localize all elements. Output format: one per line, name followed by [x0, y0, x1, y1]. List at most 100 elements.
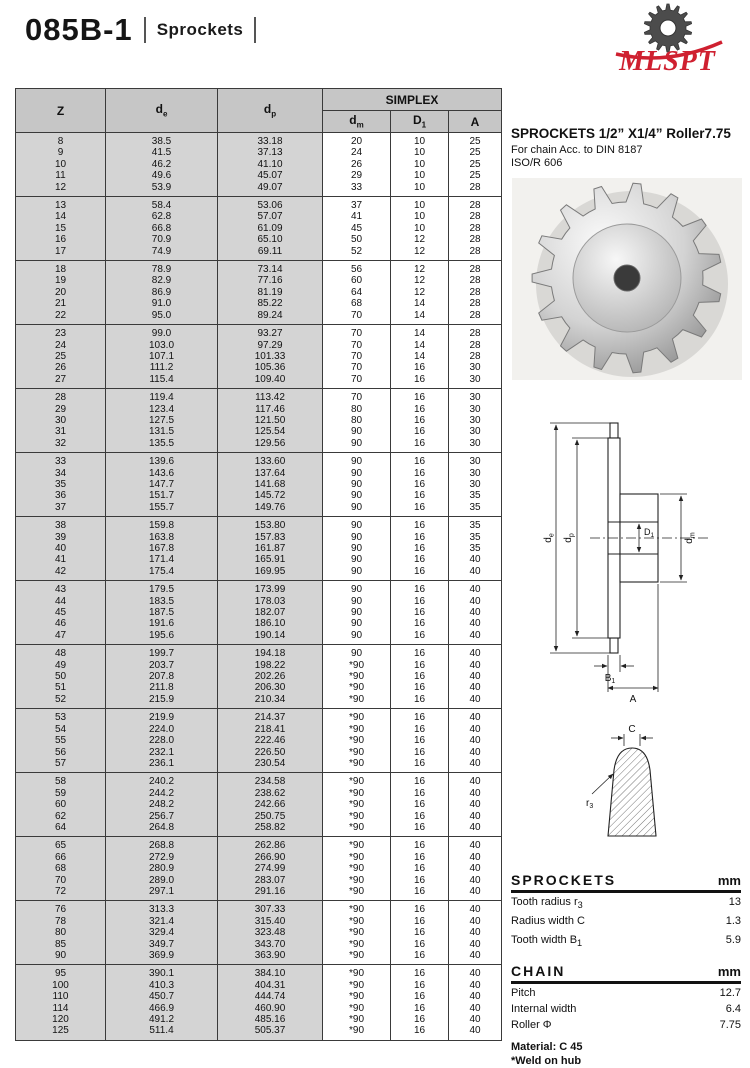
table-cell: 70 [322, 309, 391, 325]
table-cell: 198.22 [217, 659, 323, 672]
table-cell: 16 [390, 979, 449, 992]
table-cell: 50 [322, 234, 391, 246]
table-cell: 186.10 [217, 618, 323, 630]
table-cell: 80 [322, 403, 391, 415]
table-cell: 53 [15, 708, 106, 724]
table-cell: 195.6 [105, 629, 218, 645]
spec-label: Pitch [511, 986, 536, 999]
table-cell: 37 [322, 196, 391, 212]
table-cell: 30 [447, 414, 503, 427]
table-cell: 97.29 [217, 339, 323, 351]
table-cell: 93.27 [217, 324, 323, 340]
table-cell: 16 [390, 671, 449, 683]
table-cell: 206.30 [217, 682, 323, 694]
table-cell: 155.7 [105, 501, 218, 517]
table-cell: 16 [390, 373, 449, 389]
table-cell: 236.1 [105, 757, 218, 773]
table-cell: 323.48 [217, 927, 323, 939]
table-cell: 40 [447, 1014, 503, 1026]
table-cell: 349.7 [105, 938, 218, 950]
table-cell: 10 [390, 132, 449, 148]
table-cell: 40 [447, 595, 503, 608]
table-cell: 460.90 [217, 1002, 323, 1015]
table-cell: 40 [447, 554, 503, 566]
col-header-d1: D1 [390, 110, 449, 133]
table-cell: 40 [447, 607, 503, 619]
table-cell: *90 [322, 659, 391, 672]
chain-info-iso: ISO/R 606 [511, 157, 563, 169]
table-cell: 16 [390, 885, 449, 901]
table-cell: 266.90 [217, 851, 323, 864]
table-cell: 16 [390, 723, 449, 736]
table-cell: 135.5 [105, 437, 218, 453]
table-cell: 16 [390, 874, 449, 886]
table-cell: 40 [447, 682, 503, 694]
table-cell: 70 [322, 350, 391, 363]
table-cell: *90 [322, 682, 391, 694]
table-cell: 16 [390, 437, 449, 453]
table-cell: 264.8 [105, 821, 218, 837]
table-cell: 40 [447, 618, 503, 630]
table-cell: 40 [447, 787, 503, 800]
table-cell: 16 [390, 735, 449, 747]
table-cell: 28 [447, 196, 503, 212]
table-cell: 101.33 [217, 350, 323, 363]
table-cell: 28 [447, 275, 503, 287]
table-cell: 56 [322, 260, 391, 276]
table-cell: 16 [390, 708, 449, 724]
table-cell: *90 [322, 671, 391, 683]
table-cell: 40 [447, 1025, 503, 1041]
table-cell: 90 [322, 478, 391, 491]
table-cell: 16 [390, 787, 449, 800]
table-cell: 50 [15, 671, 106, 683]
spec-value: 6.4 [725, 1002, 741, 1015]
label-de: de [543, 533, 556, 543]
table-cell: 16 [390, 467, 449, 479]
table-cell: 12 [390, 245, 449, 261]
title-divider [143, 17, 146, 43]
table-cell: 40 [447, 863, 503, 875]
table-cell: 369.9 [105, 950, 218, 965]
table-cell: 90 [322, 490, 391, 502]
table-cell: 28 [447, 211, 503, 223]
table-cell: *90 [322, 810, 391, 822]
table-cell: 147.7 [105, 478, 218, 491]
sprockets-spec-heading: SPROCKETS mm [511, 872, 741, 893]
weld-note: *Weld on hub [511, 1054, 582, 1067]
table-cell: 16 [390, 388, 449, 404]
table-cell: 16 [390, 851, 449, 864]
page-subtitle: Sprockets [156, 20, 244, 39]
table-cell: 10 [390, 222, 449, 235]
table-cell: 199.7 [105, 644, 218, 660]
table-cell: 30 [447, 437, 503, 453]
table-cell: 30 [447, 478, 503, 491]
table-cell: 16 [390, 772, 449, 788]
table-cell: 121.50 [217, 414, 323, 427]
table-cell: 12 [390, 286, 449, 299]
table-cell: 280.9 [105, 863, 218, 875]
table-cell: 81.19 [217, 286, 323, 299]
table-cell: 10 [390, 181, 449, 197]
table-cell: 38 [15, 516, 106, 532]
specs-panel: SPROCKETS mm Tooth radius r3 13 Radius w… [511, 872, 741, 1068]
table-cell: 90 [322, 565, 391, 581]
page-title: 085B-1 [25, 12, 133, 47]
table-cell: 16 [390, 618, 449, 630]
table-cell: 10 [390, 158, 449, 171]
table-cell: 256.7 [105, 810, 218, 822]
table-cell: 161.87 [217, 543, 323, 555]
table-cell: 228.0 [105, 735, 218, 747]
table-cell: 23 [15, 324, 106, 340]
table-cell: 28 [447, 339, 503, 351]
